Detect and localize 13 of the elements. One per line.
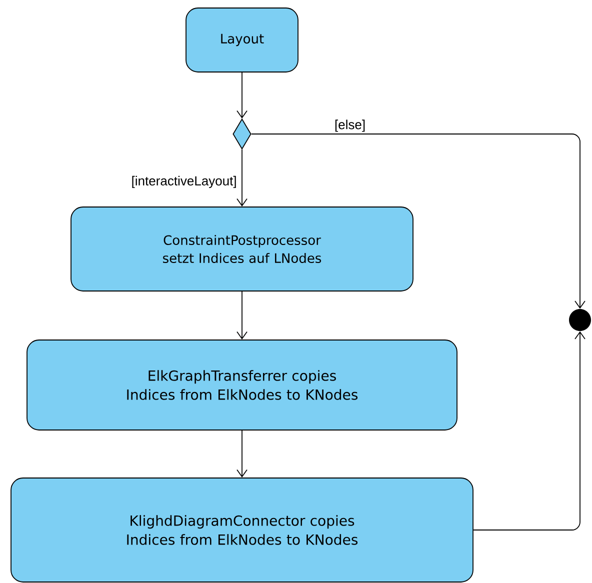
merge-dot xyxy=(569,309,591,331)
arrow xyxy=(236,430,248,478)
action-box: ConstraintPostprocessor setzt Indices auf LNodes xyxy=(70,206,414,292)
action-box: ElkGraphTransferrer copies Indices from ElkNodes to KNodes xyxy=(26,340,458,430)
arrow xyxy=(236,149,248,207)
edge-label: [else] xyxy=(333,118,367,133)
arrow xyxy=(473,331,586,530)
arrow xyxy=(251,134,586,309)
start-box: Layout xyxy=(186,8,298,72)
edge-label: [interactiveLayout] xyxy=(130,174,238,190)
arrow xyxy=(236,291,248,340)
arrow xyxy=(236,72,248,119)
action-box: KlighdDiagramConnector copies Indices from ElkNodes to KNodes xyxy=(10,478,474,582)
